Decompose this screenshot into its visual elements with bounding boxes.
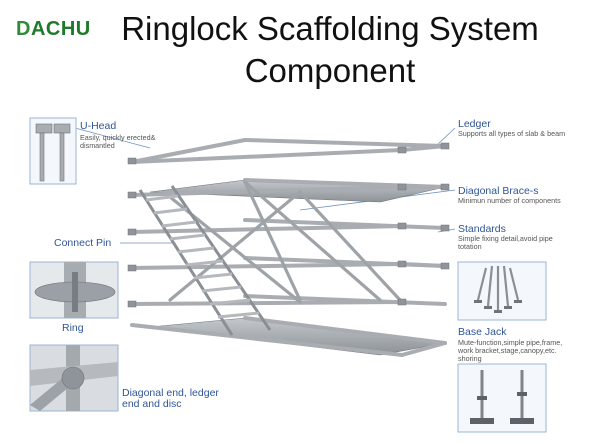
- connect-pin-label: Connect Pin: [54, 237, 112, 249]
- scaffold-ledgers: [130, 138, 447, 357]
- base-jack-group-photo: [457, 261, 547, 321]
- u-head-desc: Easily, quickly erected& dismantled: [80, 133, 156, 150]
- diagonal-brace-label: Diagonal Brace-s: [458, 185, 539, 197]
- diagonal-end-photo: [29, 344, 119, 412]
- scaffold-diagonals: [168, 180, 402, 304]
- connect-pin-photo: [29, 261, 119, 319]
- ring-label: Ring: [62, 322, 84, 334]
- base-jack-desc: Mute-function,simple pipe,frame, work br…: [458, 338, 563, 363]
- leader-u-head: [74, 127, 151, 149]
- title-line-2: Component: [244, 52, 416, 89]
- scaffold-standards: [129, 113, 448, 408]
- u-head-label: U-Head: [80, 120, 117, 132]
- u-head-photo: [29, 117, 77, 185]
- standards-desc: Simple fixing detail,avoid pipe totation: [458, 234, 553, 251]
- standards-label: Standards: [458, 223, 506, 235]
- ledger-label: Ledger: [458, 118, 491, 130]
- title-line-1: Ringlock Scaffolding System: [121, 10, 539, 47]
- diagonal-end-label: Diagonal end, ledger end and disc: [122, 387, 219, 410]
- ledger-desc: Supports all types of slab & beam: [458, 129, 566, 138]
- page-title: Ringlock Scaffolding System Component: [60, 8, 600, 92]
- scaffold-stair: [138, 185, 272, 336]
- scaffold-rosettes: [127, 142, 450, 308]
- diagonal-brace-desc: Minimun number of components: [458, 196, 561, 205]
- dachu-logo: DACHU: [16, 18, 91, 40]
- base-jack-photo: [457, 363, 547, 433]
- base-jack-label: Base Jack: [458, 326, 507, 338]
